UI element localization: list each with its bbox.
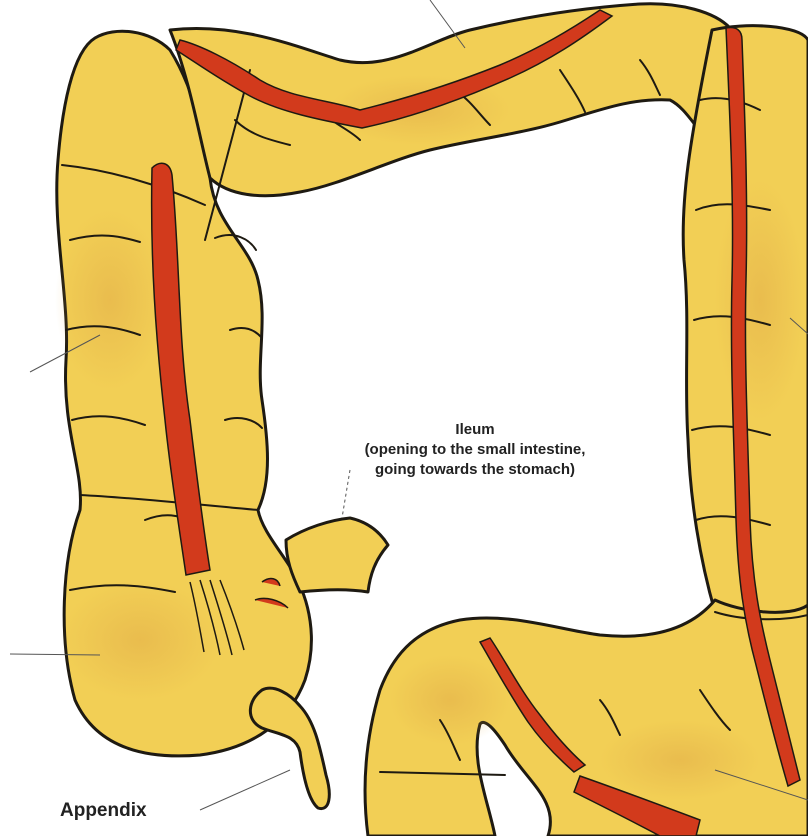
- ileum-description-line2: going towards the stomach): [330, 460, 620, 480]
- ileum-stub: [286, 518, 388, 592]
- ileum-description-line1: (opening to the small intestine,: [330, 440, 620, 460]
- ileum-label: Ileum (opening to the small intestine, g…: [330, 420, 620, 480]
- ileum-title: Ileum: [330, 420, 620, 440]
- appendix: [250, 688, 329, 808]
- appendix-label: Appendix: [60, 800, 147, 822]
